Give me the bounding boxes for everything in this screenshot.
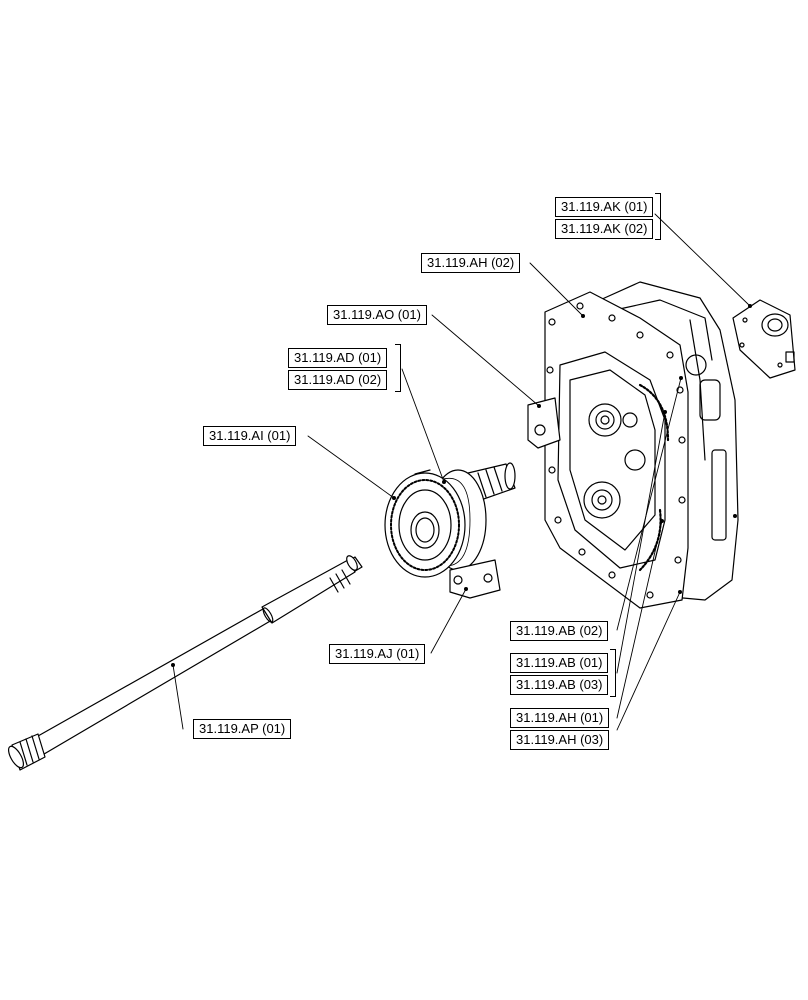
callout-31-119-ab-02[interactable]: 31.119.AB (02) [510,621,609,641]
callout-31-119-ab-03[interactable]: 31.119.AB (03) [510,675,609,695]
leader-lines [172,213,751,731]
callout-31-119-ah-03[interactable]: 31.119.AH (03) [510,730,610,750]
callout-31-119-ak-02[interactable]: 31.119.AK (02) [555,219,654,239]
callout-31-119-ah-01[interactable]: 31.119.AH (01) [510,708,610,728]
flange-cover [732,299,796,379]
bracket-ad [395,344,401,392]
bracket-ab [610,649,616,697]
output-shaft [8,555,363,771]
callout-31-119-ab-01[interactable]: 31.119.AB (01) [510,653,609,673]
callout-31-119-ad-01[interactable]: 31.119.AD (01) [288,348,388,368]
callout-31-119-ao-01[interactable]: 31.119.AO (01) [327,305,427,325]
clutch-gear-assembly [384,462,516,599]
callout-31-119-ai-01[interactable]: 31.119.AI (01) [203,426,297,446]
callout-31-119-ah-02[interactable]: 31.119.AH (02) [421,253,521,273]
callout-31-119-ad-02[interactable]: 31.119.AD (02) [288,370,388,390]
callout-31-119-ap-01[interactable]: 31.119.AP (01) [193,719,292,739]
callout-31-119-aj-01[interactable]: 31.119.AJ (01) [329,644,426,664]
callout-31-119-ak-01[interactable]: 31.119.AK (01) [555,197,654,217]
transmission-housing [527,281,739,609]
bracket-ak [655,193,661,240]
